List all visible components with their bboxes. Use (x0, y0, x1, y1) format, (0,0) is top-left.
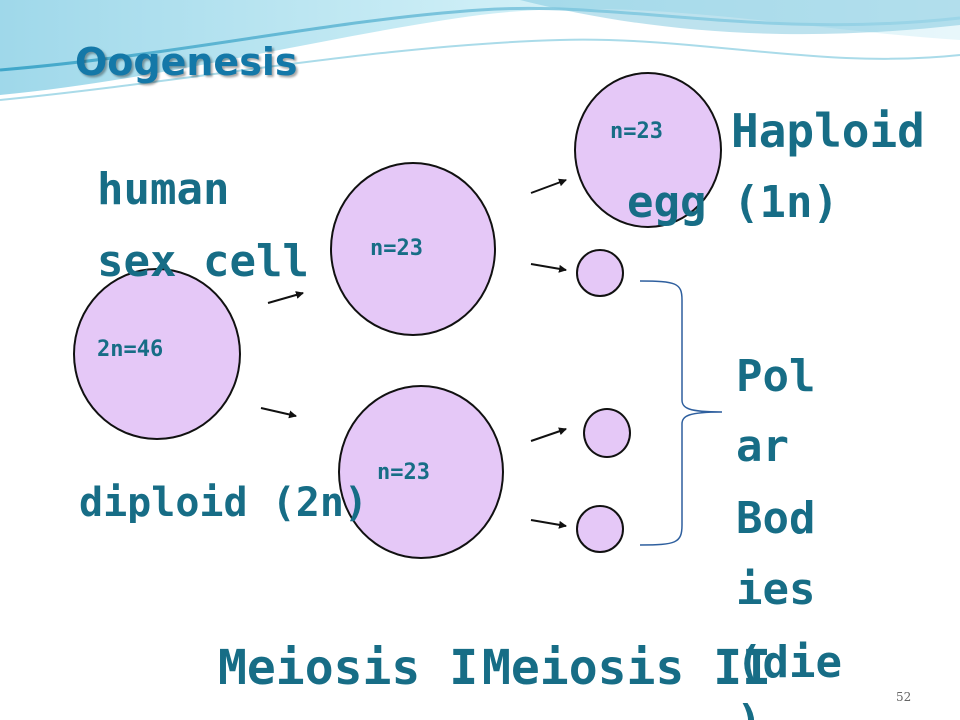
egg-cell-label: n=23 (610, 119, 663, 144)
sex-cell-label: sex cell (97, 236, 309, 287)
meiosis1-bottom-cell-label: n=23 (377, 460, 430, 485)
arrow-to-egg (530, 178, 567, 194)
meiosis1-top-cell (330, 162, 496, 336)
polar-bodies-line-1: Pol (736, 351, 816, 402)
egg-cell (574, 72, 722, 228)
polar-body-2 (583, 408, 631, 458)
arrow-to-polar-body-1 (530, 263, 567, 273)
polar-bodies-line-3: Bod (736, 493, 816, 544)
egg-label: egg (1n) (627, 177, 839, 228)
arrow-to-meiosis1-top (267, 291, 304, 304)
haploid-label: Haploid (731, 104, 925, 158)
meiosis1-top-cell-label: n=23 (370, 236, 423, 261)
diploid-label: diploid (2n) (79, 480, 368, 526)
meiosis-2-label: Meiosis II (482, 640, 771, 696)
polar-bodies-line-4: ies (736, 564, 816, 615)
polar-bodies-bracket (639, 280, 723, 546)
arrow-to-polar-body-3 (530, 519, 567, 529)
polar-bodies-line-5: (die (736, 637, 842, 688)
polar-body-1 (576, 249, 624, 297)
parent-cell (73, 268, 241, 440)
slide-title: Oogenesis (75, 40, 298, 84)
polar-bodies-line-2: ar (736, 421, 789, 472)
slide-number: 52 (896, 690, 912, 704)
human-label: human (97, 164, 230, 215)
meiosis-1-label: Meiosis I (218, 640, 479, 696)
polar-bodies-line-6: ) (736, 700, 763, 720)
arrow-to-polar-body-2 (530, 427, 567, 442)
meiosis1-bottom-cell (338, 385, 504, 559)
arrow-to-meiosis1-bottom (260, 407, 297, 419)
parent-cell-label: 2n=46 (97, 337, 164, 362)
polar-body-3 (576, 505, 624, 553)
